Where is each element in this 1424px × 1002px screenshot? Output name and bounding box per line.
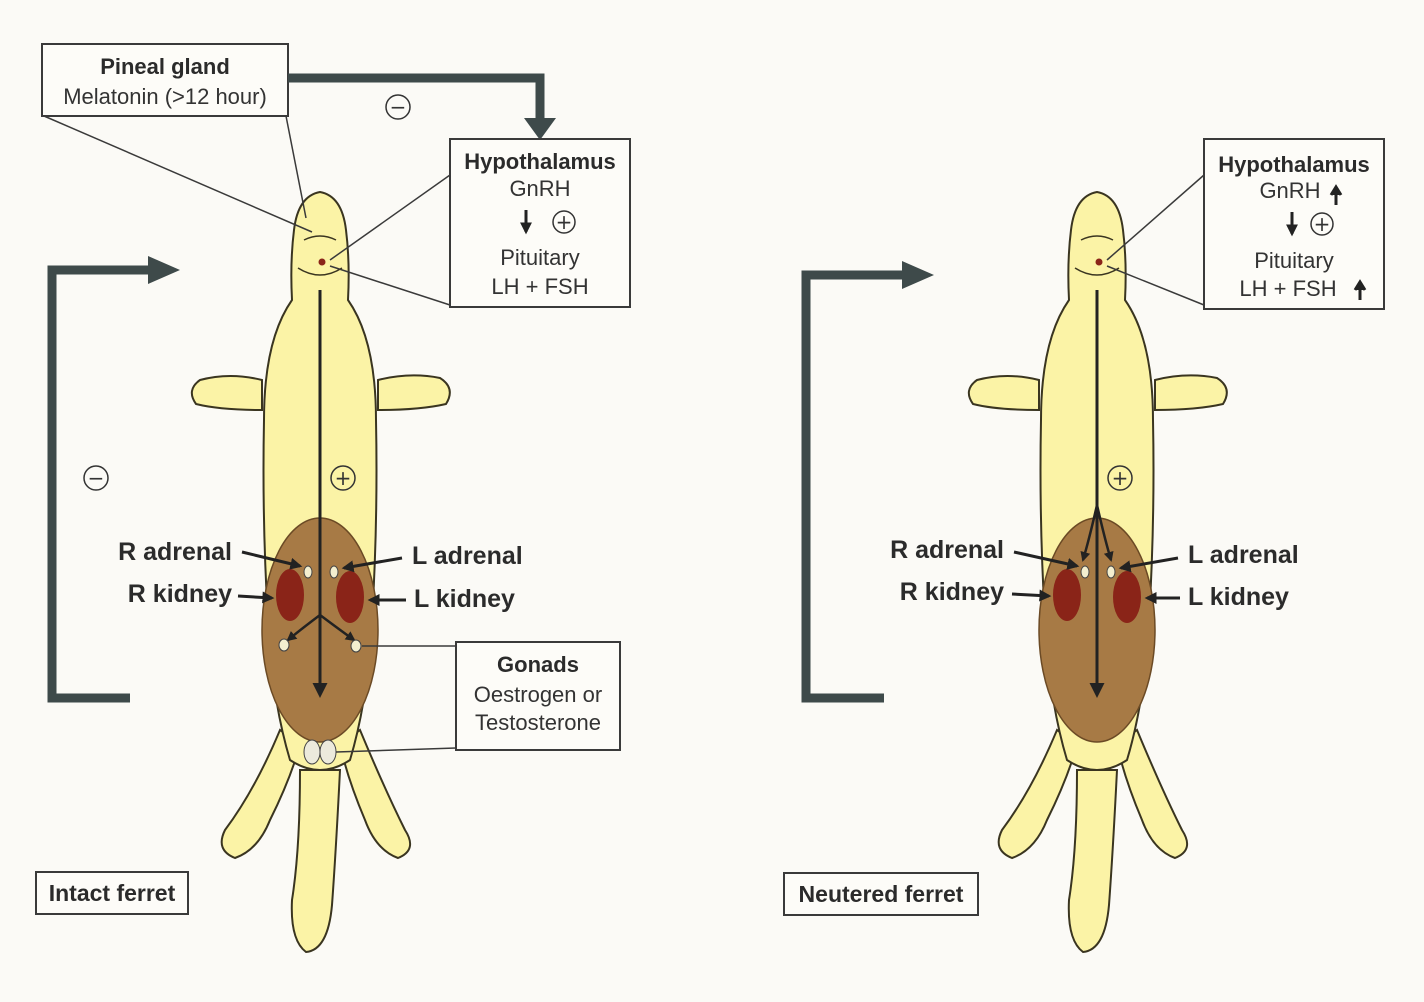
svg-text:+: +: [335, 466, 352, 490]
hypothalamus-title: Hypothalamus: [464, 149, 616, 174]
pineal-gland-box: Pineal gland Melatonin (>12 hour): [42, 44, 312, 232]
r-kidney-label: R kidney: [128, 580, 232, 608]
gonads-line1: Oestrogen or: [474, 682, 602, 707]
pineal-to-hypothalamus-arrow: −: [288, 78, 556, 140]
pineal-title: Pineal gland: [100, 54, 230, 79]
l-kidney-label-neutered: L kidney: [1188, 583, 1289, 611]
pituitary-label-neutered: Pituitary: [1254, 248, 1333, 273]
svg-text:+: +: [556, 210, 573, 234]
ferret-illustration-neutered: [969, 192, 1227, 952]
l-testis: [320, 740, 336, 764]
lh-fsh-label: LH + FSH: [491, 274, 588, 299]
svg-text:Intact ferret: Intact ferret: [49, 880, 176, 906]
plus-sign-body-neutered: +: [1108, 466, 1132, 490]
svg-text:+: +: [1112, 466, 1129, 490]
l-ovary: [351, 640, 361, 652]
svg-text:−: −: [88, 466, 105, 490]
gonads-box: Gonads Oestrogen or Testosterone: [336, 642, 620, 752]
r-testis: [304, 740, 320, 764]
r-kidney-label-neutered: R kidney: [900, 578, 1004, 606]
pineal-melatonin: Melatonin (>12 hour): [63, 84, 267, 109]
svg-text:−: −: [390, 95, 407, 119]
r-ovary: [279, 639, 289, 651]
pituitary-label: Pituitary: [500, 245, 579, 270]
gnrh-label-neutered: GnRH: [1259, 178, 1320, 203]
svg-text:Neutered ferret: Neutered ferret: [799, 881, 964, 907]
r-adrenal-label-neutered: R adrenal: [890, 536, 1004, 564]
hypothalamus-title-neutered: Hypothalamus: [1218, 152, 1370, 177]
intact-ferret-figure: [192, 192, 450, 952]
lh-fsh-label-neutered: LH + FSH: [1239, 276, 1336, 301]
plus-sign-body-intact: +: [331, 466, 355, 490]
intact-ferret-caption: Intact ferret: [36, 872, 188, 914]
negative-feedback-bracket-intact: −: [52, 256, 180, 698]
gonads-line2: Testosterone: [475, 710, 601, 735]
l-kidney-label: L kidney: [414, 585, 515, 613]
feedback-bracket-neutered: [806, 261, 934, 698]
gonads-title: Gonads: [497, 652, 579, 677]
r-adrenal-label: R adrenal: [118, 538, 232, 566]
hypothalamus-box-neutered: Hypothalamus GnRH + Pituitary LH + FSH: [1107, 139, 1384, 309]
neutered-ferret-figure: [969, 192, 1227, 952]
neutered-ferret-caption: Neutered ferret: [784, 873, 978, 915]
l-adrenal-label: L adrenal: [412, 542, 523, 570]
l-adrenal-label-neutered: L adrenal: [1188, 541, 1299, 569]
hypothalamus-box-intact: Hypothalamus GnRH + Pituitary LH + FSH: [330, 139, 630, 307]
svg-text:+: +: [1314, 212, 1331, 236]
gnrh-label: GnRH: [509, 176, 570, 201]
ferret-illustration-intact: [192, 192, 450, 952]
